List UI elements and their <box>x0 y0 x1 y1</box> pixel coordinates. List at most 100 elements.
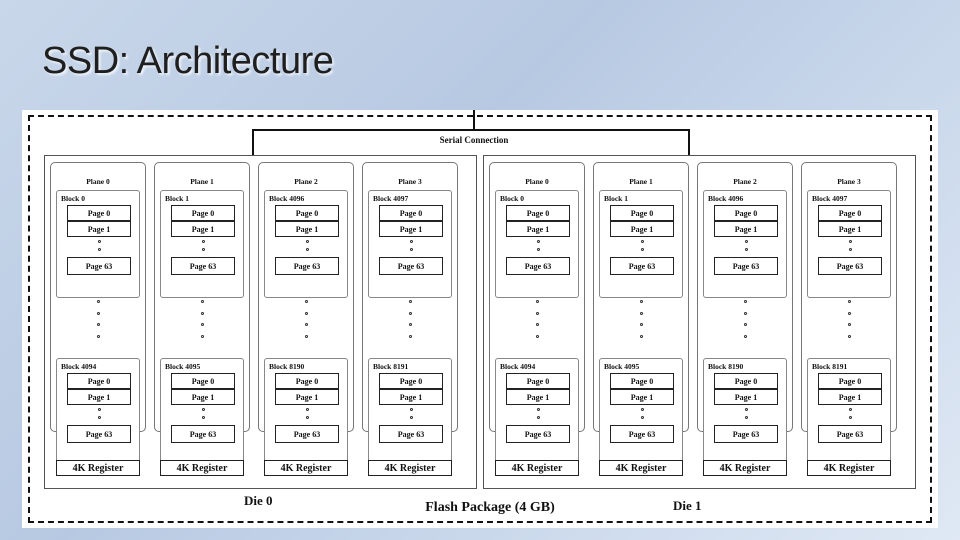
ellipsis-dot <box>848 240 852 243</box>
ellipsis-dot <box>536 416 540 419</box>
die-0-plane-1-bottom-page-0: Page 0 <box>171 373 235 389</box>
ellipsis-dot <box>639 323 643 326</box>
die-0-plane-3-bottom-page-63: Page 63 <box>379 425 443 443</box>
ellipsis-dot <box>535 323 539 326</box>
die-0-plane-1-label: Plane 1 <box>190 177 214 186</box>
die-0-plane-1-top-page-63: Page 63 <box>171 257 235 275</box>
die-0-plane-1-bottom-page-63: Page 63 <box>171 425 235 443</box>
die-1-plane-0-top-page-0: Page 0 <box>506 205 570 221</box>
die-1-plane-1-top-page-1: Page 1 <box>610 221 674 237</box>
ellipsis-dot <box>744 248 748 251</box>
die-0-plane-2-register: 4K Register <box>264 460 348 476</box>
ellipsis-dot <box>640 240 644 243</box>
die-0-plane-2-top-page-0: Page 0 <box>275 205 339 221</box>
die-1-plane-3-bottom-block-label: Block 8191 <box>812 362 848 371</box>
ellipsis-dot <box>96 323 100 326</box>
serial-bus-left-drop <box>252 129 254 155</box>
die-1-plane-0-label: Plane 0 <box>525 177 549 186</box>
die-1-plane-1-top-page-63: Page 63 <box>610 257 674 275</box>
ellipsis-dot <box>639 335 643 338</box>
die-1-plane-2-bottom-block-label: Block 8190 <box>708 362 744 371</box>
ellipsis-dot <box>639 312 643 315</box>
die-0-plane-2-label: Plane 2 <box>294 177 318 186</box>
ellipsis-dot <box>305 416 309 419</box>
die-1-plane-3-bottom-page-63: Page 63 <box>818 425 882 443</box>
ellipsis-dot <box>408 335 412 338</box>
ellipsis-dot <box>409 240 413 243</box>
ellipsis-dot <box>304 323 308 326</box>
ellipsis-dot <box>97 416 101 419</box>
die-0-plane-1-register: 4K Register <box>160 460 244 476</box>
die-0-plane-0-top-page-63: Page 63 <box>67 257 131 275</box>
die-1-label: Die 1 <box>673 498 702 513</box>
die-0-plane-3-label: Plane 3 <box>398 177 422 186</box>
die-1-plane-3-top-page-1: Page 1 <box>818 221 882 237</box>
die-1-plane-0-top-block-label: Block 0 <box>500 194 524 203</box>
ellipsis-dot <box>640 248 644 251</box>
die-1-plane-3-label: Plane 3 <box>837 177 861 186</box>
ellipsis-dot <box>848 416 852 419</box>
die-0-plane-3-top-page-63: Page 63 <box>379 257 443 275</box>
die-1-plane-2-bottom-page-63: Page 63 <box>714 425 778 443</box>
ellipsis-dot <box>409 416 413 419</box>
ellipsis-dot <box>96 335 100 338</box>
die-0-plane-3-bottom-page-0: Page 0 <box>379 373 443 389</box>
die-1-plane-1-top-block-label: Block 1 <box>604 194 628 203</box>
die-1-plane-1-bottom-block-label: Block 4095 <box>604 362 640 371</box>
die-0-plane-2-top-page-63: Page 63 <box>275 257 339 275</box>
die-0-plane-2-bottom-page-63: Page 63 <box>275 425 339 443</box>
ssd-architecture-diagram: Serial Connection Flash Package (4 GB) D… <box>22 110 938 528</box>
die-0-plane-0-label: Plane 0 <box>86 177 110 186</box>
serial-bus-right-drop <box>688 129 690 155</box>
ellipsis-dot <box>97 408 101 411</box>
die-0-plane-0-register: 4K Register <box>56 460 140 476</box>
die-1-plane-0-top-page-1: Page 1 <box>506 221 570 237</box>
die-0-plane-2-bottom-block-label: Block 8190 <box>269 362 305 371</box>
die-1-plane-2-label: Plane 2 <box>733 177 757 186</box>
ellipsis-dot <box>743 323 747 326</box>
die-1-plane-1-register: 4K Register <box>599 460 683 476</box>
die-0-plane-1-bottom-block-label: Block 4095 <box>165 362 201 371</box>
ellipsis-dot <box>200 300 204 303</box>
serial-bus-vertical <box>473 110 475 130</box>
ellipsis-dot <box>744 408 748 411</box>
die-1-box <box>483 155 916 489</box>
die-0-plane-0-bottom-page-63: Page 63 <box>67 425 131 443</box>
serial-bus-horizontal <box>252 129 690 131</box>
die-0-plane-0-bottom-block-label: Block 4094 <box>61 362 97 371</box>
die-1-plane-1-bottom-page-1: Page 1 <box>610 389 674 405</box>
die-0-plane-2-bottom-page-0: Page 0 <box>275 373 339 389</box>
die-0-plane-0-bottom-page-0: Page 0 <box>67 373 131 389</box>
ellipsis-dot <box>640 408 644 411</box>
die-0-plane-3-bottom-block-label: Block 8191 <box>373 362 409 371</box>
die-1-plane-2-bottom-page-0: Page 0 <box>714 373 778 389</box>
ellipsis-dot <box>201 416 205 419</box>
die-0-plane-2-top-block-label: Block 4096 <box>269 194 305 203</box>
ellipsis-dot <box>847 312 851 315</box>
ellipsis-dot <box>743 312 747 315</box>
ellipsis-dot <box>305 248 309 251</box>
die-0-plane-3-top-page-0: Page 0 <box>379 205 443 221</box>
die-0-plane-2-bottom-page-1: Page 1 <box>275 389 339 405</box>
die-0-plane-3-register: 4K Register <box>368 460 452 476</box>
die-0-box <box>44 155 477 489</box>
die-1-plane-2-top-page-1: Page 1 <box>714 221 778 237</box>
slide-title: SSD: Architecture <box>42 40 334 82</box>
ellipsis-dot <box>201 408 205 411</box>
ellipsis-dot <box>96 312 100 315</box>
die-1-plane-2-top-block-label: Block 4096 <box>708 194 744 203</box>
ellipsis-dot <box>97 240 101 243</box>
ellipsis-dot <box>743 335 747 338</box>
ellipsis-dot <box>304 335 308 338</box>
die-0-plane-1-top-page-0: Page 0 <box>171 205 235 221</box>
die-0-label: Die 0 <box>244 493 273 508</box>
die-1-plane-0-bottom-page-0: Page 0 <box>506 373 570 389</box>
ellipsis-dot <box>847 323 851 326</box>
